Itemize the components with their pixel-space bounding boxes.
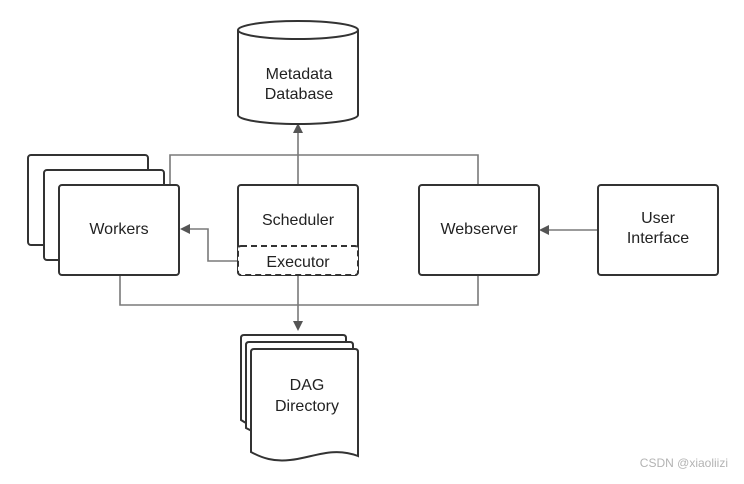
executor-label: Executor — [266, 254, 330, 271]
watermark: CSDN @xiaoliizi — [639, 456, 728, 470]
database-cylinder-rim — [237, 29, 359, 40]
scheduler-to-database-arrowhead — [293, 123, 303, 133]
metadata-bus-line — [169, 154, 479, 185]
webserver-node: Webserver — [418, 184, 540, 276]
user-interface-node: User Interface — [597, 184, 719, 276]
dag-directory-label-line2: Directory — [275, 398, 339, 415]
dag-document-icon — [250, 348, 359, 462]
dag-directory-label-line1: DAG — [290, 377, 325, 394]
user-interface-label-line1: User — [641, 210, 675, 227]
database-cylinder-icon — [237, 20, 359, 125]
executor-box — [237, 245, 359, 276]
dag-directory-node: DAG Directory — [240, 334, 359, 462]
workers-label: Workers — [89, 221, 148, 238]
webserver-label: Webserver — [440, 221, 518, 238]
metadata-database-node: Metadata Database — [237, 20, 359, 125]
user-interface-box — [597, 184, 719, 276]
executor-to-workers-arrowhead — [180, 224, 190, 234]
connectors — [119, 123, 598, 331]
scheduler-node: Scheduler Executor — [237, 184, 359, 276]
workers-box — [58, 184, 180, 276]
dag-bus-line — [119, 275, 479, 306]
user-interface-label-line2: Interface — [627, 230, 689, 247]
ui-to-webserver-arrowhead — [539, 225, 549, 235]
webserver-box — [418, 184, 540, 276]
scheduler-label: Scheduler — [262, 212, 335, 229]
metadata-database-label-line2: Database — [265, 86, 334, 103]
metadata-database-label-line1: Metadata — [266, 66, 333, 83]
executor-to-workers-line — [188, 228, 238, 262]
scheduler-to-dag-arrowhead — [293, 321, 303, 331]
workers-node: Workers — [27, 154, 180, 276]
